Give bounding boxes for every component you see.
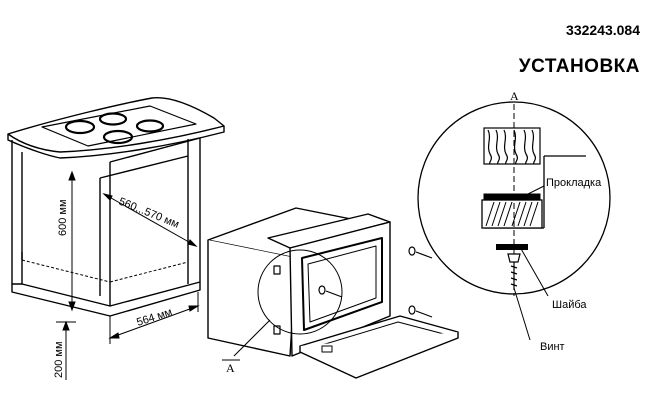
callout-washer: Шайба	[552, 299, 587, 311]
page-title: УСТАНОВКА	[518, 56, 640, 77]
detail-circle-small	[257, 249, 343, 335]
dimension-lines	[56, 170, 200, 380]
detail-marker: A	[226, 361, 235, 375]
dimension-height: 600 мм	[57, 199, 69, 236]
dimension-width: 560...570 мм	[117, 196, 181, 231]
washer	[496, 244, 528, 250]
oven-screws	[318, 246, 433, 318]
dimension-depth: 564 мм	[135, 306, 173, 329]
wood-block	[483, 127, 541, 165]
leader-lines	[513, 185, 549, 341]
dimension-bottom-gap: 200 мм	[53, 341, 65, 378]
screw	[507, 253, 521, 290]
burner	[98, 112, 128, 126]
callout-gasket: Прокладка	[546, 177, 602, 189]
burner	[64, 119, 96, 135]
burner	[102, 129, 134, 145]
burner	[135, 119, 165, 133]
kitchen-cabinet	[7, 96, 225, 317]
detail-marker-top: A	[510, 89, 519, 103]
callout-screw: Винт	[540, 341, 565, 353]
oven	[207, 207, 459, 379]
mounting-hole	[273, 325, 281, 335]
gasket	[481, 193, 543, 229]
document-code: 332243.084	[566, 22, 640, 38]
mounting-hole	[273, 265, 281, 275]
